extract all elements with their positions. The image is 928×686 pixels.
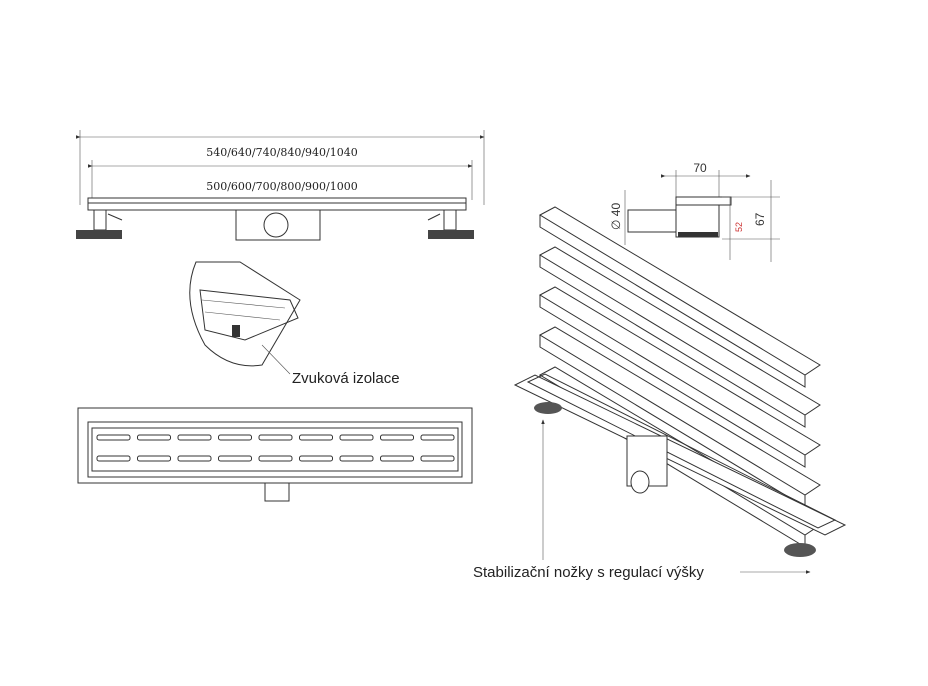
grate-slot [177,434,212,441]
grate-slot [299,434,333,441]
channel-3d [513,373,847,557]
grate-layer [538,246,821,416]
grate-slot [420,434,455,441]
grate-slot [299,455,333,462]
grate-slot [339,434,374,441]
grate-layer [538,326,821,496]
inner-height-text: 52 [734,222,744,232]
insulation-label: Zvuková izolace [292,370,400,387]
insulation-detail: Zvuková izolace [189,261,400,387]
total-height-text: 67 [753,212,767,226]
grate-slot [96,455,131,462]
grate-slot [420,455,455,462]
outlet-pipe [263,212,289,238]
front-view [77,407,473,502]
grate-slot [339,455,374,462]
section-detail: 70 ∅ 40 52 67 [609,161,780,262]
outlet-3d [630,470,650,494]
section-pipe [627,209,677,233]
outlet-box [235,209,321,241]
channel-body [87,197,467,211]
grate-slot [137,434,171,441]
grate-slot [177,455,212,462]
grate-slot [258,434,293,441]
foot-right [427,209,474,239]
grate-slot [258,455,293,462]
outer-dimension-text: 540/640/740/840/940/1040 [206,146,358,159]
grate-slot [380,434,414,441]
grate-layer [538,206,821,376]
grate-slots [96,434,455,462]
grate-slot [137,455,171,462]
section-width-text: 70 [693,161,707,175]
grate-layer [538,286,821,456]
foot-3d-right [784,543,816,557]
foot-left [76,209,123,239]
feet-label: Stabilizační nožky s regulací výšky [473,564,704,581]
grate-slot [218,455,252,462]
pipe-diameter-text: ∅ 40 [609,203,623,230]
top-view: 540/640/740/840/940/1040 500/600/700/800… [75,130,485,241]
foot-3d-left [534,402,562,414]
grate-slot [380,455,414,462]
grate-slot [218,434,252,441]
grate-slot [96,434,131,441]
front-outlet [264,482,290,502]
inner-dimension-text: 500/600/700/800/900/1000 [206,180,358,193]
